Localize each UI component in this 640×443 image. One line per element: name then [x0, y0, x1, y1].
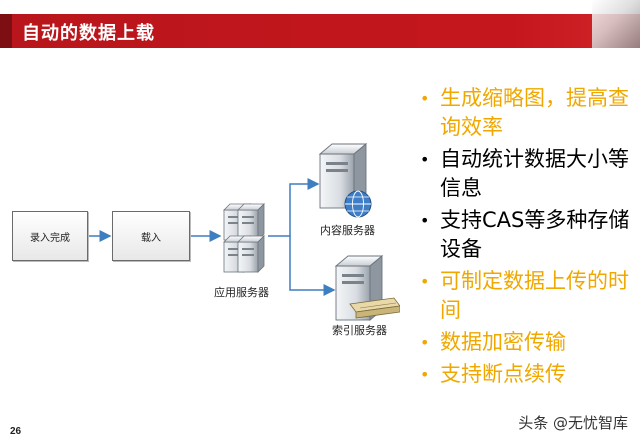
feature-item: • 可制定数据上传的时间: [412, 267, 634, 325]
feature-text: 支持断点续传: [440, 362, 566, 386]
content-server-label: 内容服务器: [320, 224, 375, 237]
title-accent: [0, 14, 12, 48]
page-number: 26: [10, 426, 22, 437]
content-server-globe-icon: [318, 143, 372, 218]
corner-decoration: [592, 0, 640, 48]
arrow-app-to-content: [268, 178, 320, 237]
feature-text: 自动统计数据大小等信息: [440, 147, 629, 200]
index-server-label: 索引服务器: [332, 324, 387, 337]
feature-text: 支持CAS等多种存储设备: [440, 208, 630, 261]
bullet-dot-icon: •: [420, 365, 430, 384]
input-done-box: 录入完成: [12, 211, 88, 261]
bullet-dot-icon: •: [420, 333, 430, 352]
feature-item: • 数据加密传输: [412, 328, 634, 357]
bullet-dot-icon: •: [420, 150, 430, 169]
feature-text: 可制定数据上传的时间: [440, 269, 629, 322]
load-box: 载入: [112, 211, 190, 261]
feature-list: • 生成缩略图，提高查询效率 • 自动统计数据大小等信息 • 支持CAS等多种存…: [412, 84, 634, 392]
diagram-connectors: [88, 143, 400, 321]
feature-text: 数据加密传输: [440, 330, 566, 354]
bullet-dot-icon: •: [420, 89, 430, 108]
feature-item: • 生成缩略图，提高查询效率: [412, 84, 634, 142]
upload-flow-diagram: 录入完成 载入 应用服务器 内容服务器 索引服务器: [0, 60, 400, 390]
app-server-cluster-icon: [223, 203, 265, 273]
index-server-drawer-icon: [334, 255, 400, 321]
bullet-dot-icon: •: [420, 211, 430, 230]
input-done-label: 录入完成: [30, 232, 70, 244]
feature-item: • 支持断点续传: [412, 360, 634, 389]
app-server-label: 应用服务器: [214, 286, 269, 299]
feature-text: 生成缩略图，提高查询效率: [440, 86, 629, 139]
feature-item: • 自动统计数据大小等信息: [412, 145, 634, 203]
watermark: 头条 @无忧智库: [518, 414, 628, 432]
load-label: 载入: [141, 232, 161, 244]
title-bar: 自动的数据上载: [0, 14, 640, 48]
bullet-dot-icon: •: [420, 272, 430, 291]
page-title: 自动的数据上载: [22, 23, 155, 44]
arrow-app-to-index: [289, 236, 336, 296]
feature-item: • 支持CAS等多种存储设备: [412, 206, 634, 264]
